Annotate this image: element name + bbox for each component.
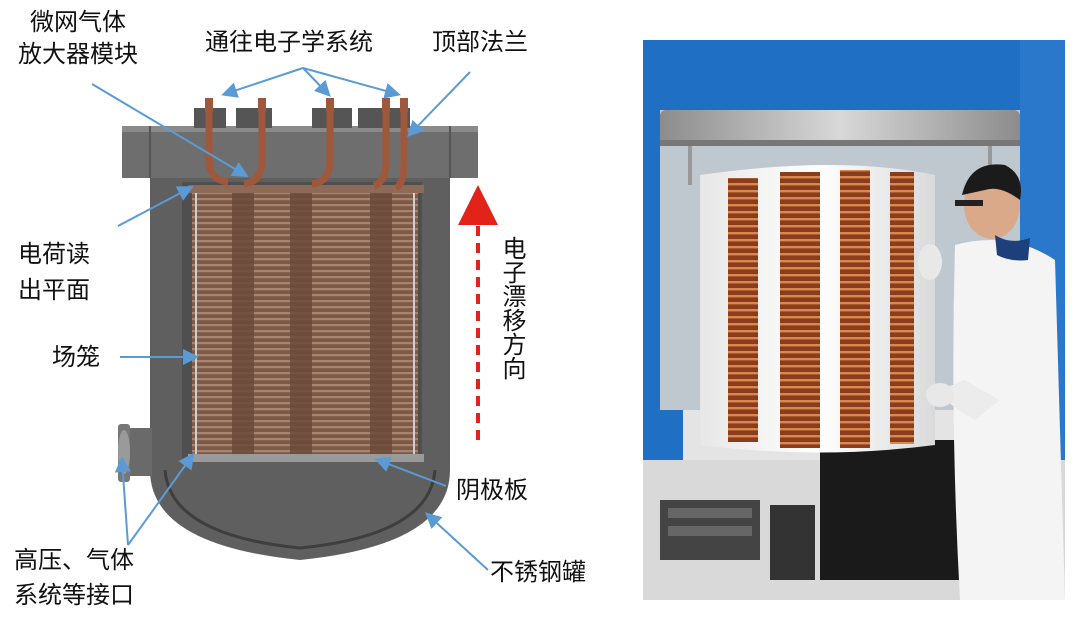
signal-cables — [205, 112, 408, 192]
label-drift-direction: 电子漂移方向 — [498, 236, 526, 380]
label-micromesh-line1: 微网气体 — [30, 8, 126, 36]
label-readout-line1: 电荷读 — [18, 240, 90, 268]
label-top-flange: 顶部法兰 — [432, 28, 528, 56]
label-micromesh-line2: 放大器模块 — [18, 40, 138, 68]
photo-blue-frame — [643, 40, 1065, 110]
vessel-diagram — [118, 98, 478, 560]
label-ports-line1: 高压、气体 — [14, 546, 134, 574]
photo-flange — [660, 110, 1020, 146]
label-ports-line2: 系统等接口 — [14, 581, 134, 609]
photo-person — [918, 164, 1065, 600]
label-field-cage: 场笼 — [52, 343, 100, 371]
readout-plane — [188, 185, 424, 193]
label-to-electronics: 通往电子学系统 — [205, 28, 373, 56]
cathode-plate — [188, 454, 424, 462]
label-readout-line2: 出平面 — [18, 276, 90, 304]
leader-lines — [91, 67, 489, 571]
label-vessel: 不锈钢罐 — [490, 558, 586, 586]
tpc-photo — [643, 40, 1065, 600]
connector-2 — [236, 108, 272, 128]
label-cathode: 阴极板 — [456, 476, 528, 504]
